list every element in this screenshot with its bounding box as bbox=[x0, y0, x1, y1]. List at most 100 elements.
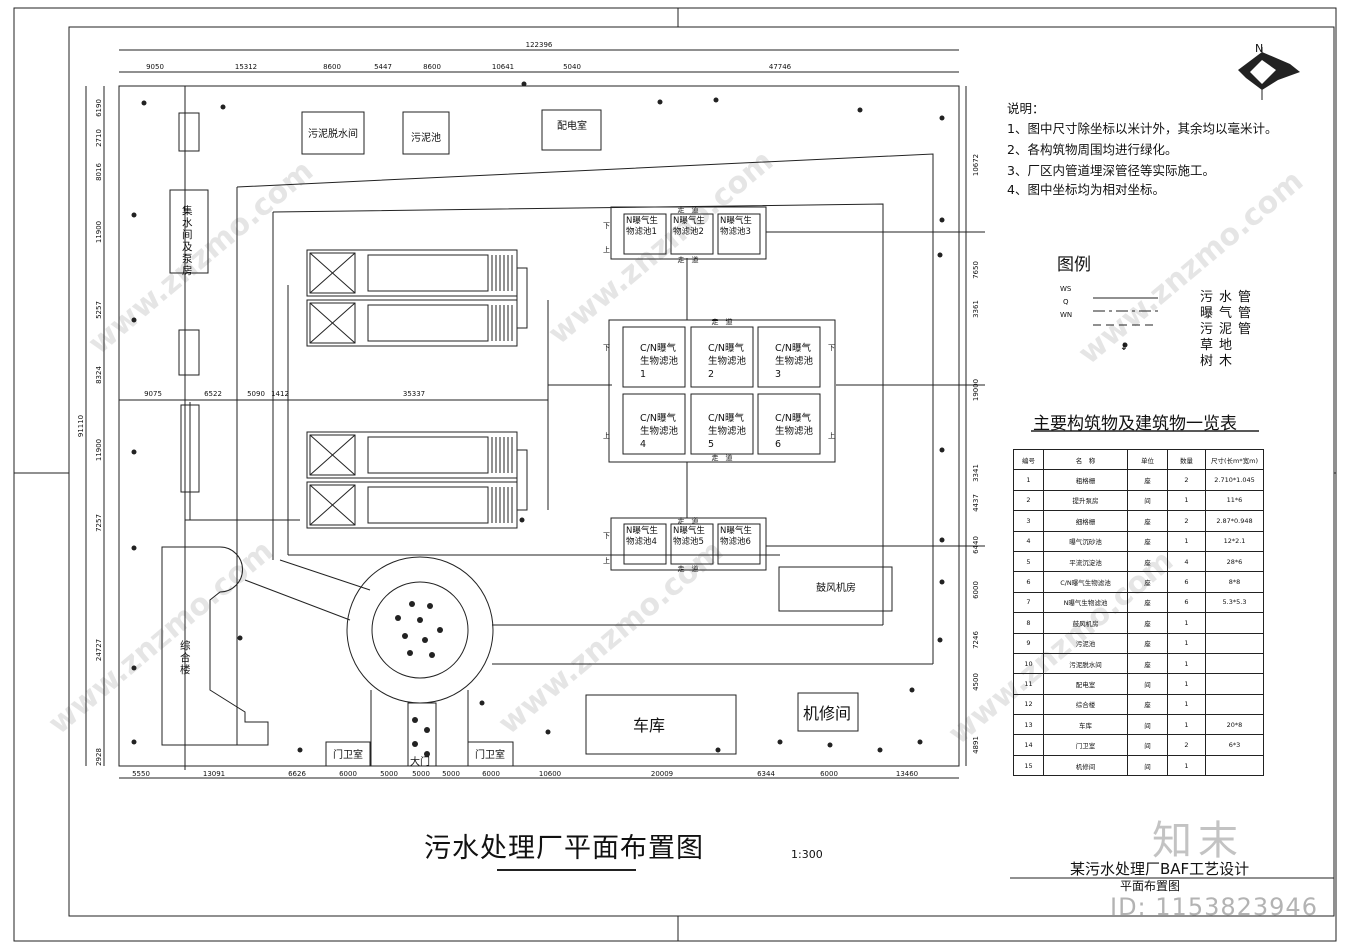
drawing-scale: 1:300 bbox=[791, 848, 823, 861]
right-dim: 4891 bbox=[972, 736, 980, 754]
table-cell: 间 bbox=[1127, 673, 1168, 695]
n-filter-1-label: N曝气生物滤池1 bbox=[626, 216, 658, 237]
gate-label: 大门 bbox=[410, 755, 430, 768]
table-cell: 11*6 bbox=[1205, 489, 1264, 512]
site-boundary bbox=[118, 85, 960, 767]
left-dim: 7257 bbox=[95, 514, 103, 532]
table-cell: 8 bbox=[1013, 612, 1044, 634]
blower-room-label: 鼓风机房 bbox=[816, 581, 856, 594]
office-building-label: 综合楼 bbox=[180, 640, 191, 676]
top-dim: 5447 bbox=[374, 63, 392, 71]
overall-dimension: 122396 bbox=[526, 41, 553, 49]
bottom-dim: 6000 bbox=[482, 770, 500, 778]
table-cell: 座 bbox=[1127, 469, 1168, 491]
table-cell: 座 bbox=[1127, 530, 1168, 552]
right-dim: 3341 bbox=[972, 464, 980, 482]
north-arrow-icon bbox=[1238, 47, 1300, 100]
legend-code-wn: WN bbox=[1060, 311, 1073, 319]
bottom-dim: 6000 bbox=[339, 770, 357, 778]
sheet-border bbox=[13, 7, 1337, 942]
table-cell: N曝气生物滤池 bbox=[1043, 591, 1128, 614]
walkway-label: 走 道 bbox=[678, 205, 699, 214]
legend-sludge-pipe: 污泥管 bbox=[1200, 322, 1258, 337]
stair-up-label: 上 bbox=[603, 431, 610, 440]
table-header-cell: 名 称 bbox=[1043, 448, 1128, 471]
cn-filter-3-label: C/N曝气生物滤池3 bbox=[775, 343, 814, 380]
table-cell: 12*2.1 bbox=[1205, 530, 1264, 552]
table-cell: 1 bbox=[1167, 489, 1206, 512]
bottom-dim: 6626 bbox=[288, 770, 306, 778]
table-cell: 10 bbox=[1013, 652, 1044, 675]
table-header-cell: 数量 bbox=[1167, 448, 1206, 471]
left-dim: 11900 bbox=[95, 439, 103, 461]
table-cell: 1 bbox=[1167, 530, 1206, 552]
table-cell: 间 bbox=[1127, 754, 1168, 777]
stair-up-label: 上 bbox=[828, 431, 835, 440]
brand-logo: 知末 bbox=[1152, 818, 1244, 864]
table-cell: 1 bbox=[1167, 714, 1206, 736]
table-header-cell: 编号 bbox=[1013, 448, 1044, 471]
stair-up-label: 上 bbox=[603, 245, 610, 254]
stair-up-label: 上 bbox=[603, 556, 610, 565]
bottom-dim: 6000 bbox=[820, 770, 838, 778]
table-cell: 粗格栅 bbox=[1043, 469, 1128, 491]
frame-border bbox=[68, 26, 1335, 917]
project-subtitle: 平面布置图 bbox=[1120, 879, 1181, 893]
table-cell: 1 bbox=[1167, 754, 1206, 777]
walkway-label: 走 道 bbox=[712, 453, 733, 462]
drawing-title: 污水处理厂平面布置图 bbox=[424, 833, 704, 864]
legend-tree: 树木 bbox=[1200, 354, 1239, 369]
cn-filter-6-label: C/N曝气生物滤池6 bbox=[775, 413, 814, 450]
right-dim: 6440 bbox=[972, 536, 980, 554]
table-cell: 提升泵房 bbox=[1043, 489, 1128, 512]
table-cell: 28*6 bbox=[1205, 550, 1264, 573]
table-cell: 门卫室 bbox=[1043, 734, 1128, 756]
table-cell bbox=[1205, 612, 1264, 634]
mid-dim: 35337 bbox=[403, 390, 425, 398]
table-cell: 5 bbox=[1013, 550, 1044, 573]
top-dim: 5040 bbox=[563, 63, 581, 71]
legend-code-q: Q bbox=[1063, 298, 1069, 306]
bottom-dim: 5000 bbox=[412, 770, 430, 778]
note-4: 4、图中坐标均为相对坐标。 bbox=[1007, 182, 1165, 197]
n-filter-2-label: N曝气生物滤池2 bbox=[673, 216, 705, 237]
note-2: 2、各构筑物周围均进行绿化。 bbox=[1007, 142, 1178, 157]
table-cell: 9 bbox=[1013, 632, 1044, 654]
stair-down-label: 下 bbox=[603, 222, 610, 230]
left-dim: 8016 bbox=[95, 163, 103, 181]
cn-filter-5-label: C/N曝气生物滤池5 bbox=[708, 413, 747, 450]
garage-label: 车库 bbox=[633, 716, 665, 735]
left-dim: 2710 bbox=[95, 129, 103, 147]
table-cell: 1 bbox=[1167, 612, 1206, 634]
walkway-label: 走 道 bbox=[678, 564, 699, 573]
stair-down-label: 下 bbox=[603, 532, 610, 540]
notes-title: 说明： bbox=[1007, 101, 1045, 116]
bottom-dim: 10600 bbox=[539, 770, 561, 778]
table-cell: 间 bbox=[1127, 489, 1168, 512]
table-cell: 6 bbox=[1013, 571, 1044, 593]
mid-dim: 5090 bbox=[247, 390, 265, 398]
cn-filter-1-label: C/N曝气生物滤池1 bbox=[640, 343, 679, 380]
top-dim: 47746 bbox=[769, 63, 792, 71]
walkway-label: 走 道 bbox=[678, 255, 699, 264]
table-header-row: 编号 名 称 单位 数量 尺寸(长m*宽m) bbox=[1013, 448, 1264, 471]
bottom-dim: 6344 bbox=[757, 770, 775, 778]
table-cell: 细格栅 bbox=[1043, 510, 1128, 532]
table-cell: 1 bbox=[1167, 693, 1206, 716]
top-dim: 15312 bbox=[235, 63, 257, 71]
table-cell bbox=[1205, 673, 1264, 695]
table-cell bbox=[1205, 754, 1264, 777]
table-cell: 14 bbox=[1013, 734, 1044, 756]
power-room-label: 配电室 bbox=[557, 119, 587, 132]
table-cell: 配电室 bbox=[1043, 673, 1128, 695]
table-cell: 6 bbox=[1167, 591, 1206, 614]
